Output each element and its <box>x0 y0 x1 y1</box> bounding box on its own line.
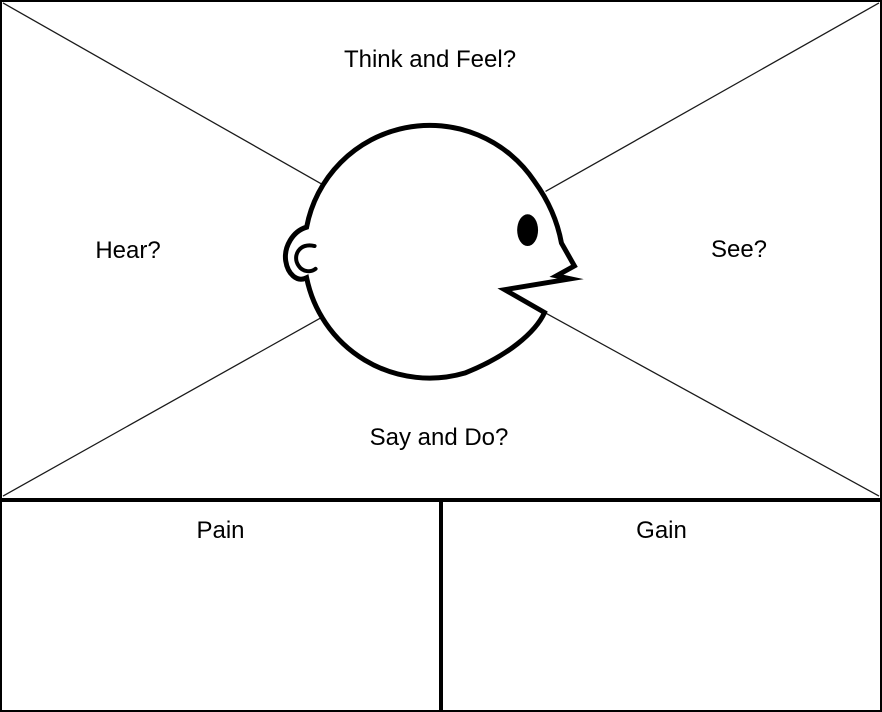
diagonal-line-top-left <box>2 2 323 186</box>
pain-label: Pain <box>196 517 245 544</box>
quadrant-label-hear: Hear? <box>95 237 161 264</box>
ear-icon <box>294 243 318 274</box>
quadrant-label-say-and-do: Say and Do? <box>369 424 509 451</box>
diagonal-line-bottom-right <box>544 311 880 497</box>
quadrant-label-think-and-feel: Think and Feel? <box>343 46 517 73</box>
empathy-quadrants-region: Think and Feel? Hear? See? Say and Do? <box>0 0 882 500</box>
pain-section: Pain <box>0 500 441 712</box>
gain-section: Gain <box>441 500 882 712</box>
gain-label: Gain <box>636 517 687 544</box>
head-outline <box>282 122 584 381</box>
quadrant-label-see: See? <box>710 236 768 263</box>
eye-icon <box>517 214 539 247</box>
diagonal-line-top-right <box>545 2 880 193</box>
quadrant-diagram <box>2 2 880 497</box>
diagonal-line-bottom-left <box>2 316 322 497</box>
head-profile-icon <box>282 122 584 381</box>
